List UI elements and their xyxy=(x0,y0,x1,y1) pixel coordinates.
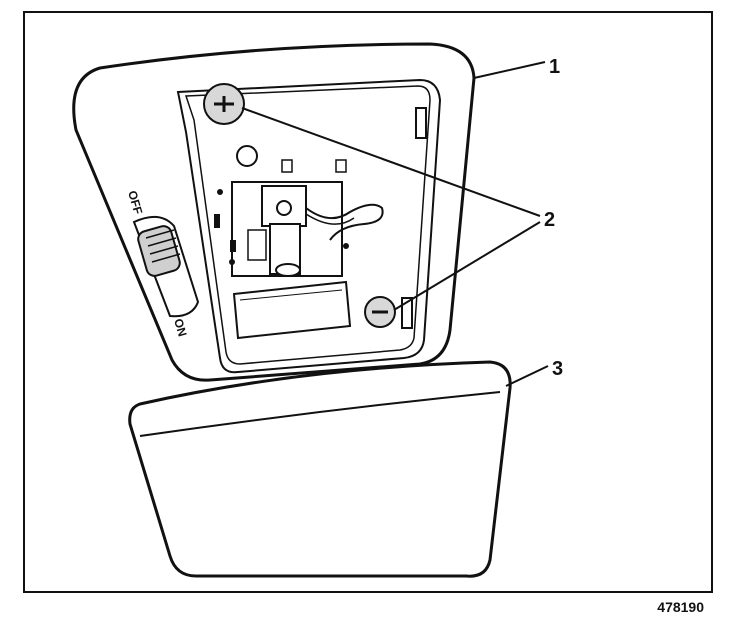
callout-1: 1 xyxy=(549,56,560,78)
leader-line-1 xyxy=(473,61,546,79)
lamp-switch xyxy=(132,215,200,318)
leader-line-3 xyxy=(505,365,549,387)
side-clip-upper xyxy=(415,107,427,139)
lamp-lens-inner-edge xyxy=(139,391,501,437)
figure-number: 478190 xyxy=(657,599,704,615)
switch-off-label: OFF xyxy=(125,189,145,216)
lens-retainer-panel-edge xyxy=(239,289,343,301)
screw-upper-slot-icon xyxy=(214,96,234,112)
leader-line-2b xyxy=(393,221,541,311)
side-clip-lower xyxy=(401,297,413,329)
lens-retainer-panel xyxy=(232,280,352,340)
leader-line-2a xyxy=(241,107,541,217)
lamp-lens xyxy=(128,360,512,578)
callout-3: 3 xyxy=(552,358,563,380)
bulb-socket-assembly xyxy=(214,159,384,277)
mounting-hole xyxy=(236,145,258,167)
callout-2: 2 xyxy=(544,209,555,231)
switch-on-label: ON xyxy=(171,317,189,338)
